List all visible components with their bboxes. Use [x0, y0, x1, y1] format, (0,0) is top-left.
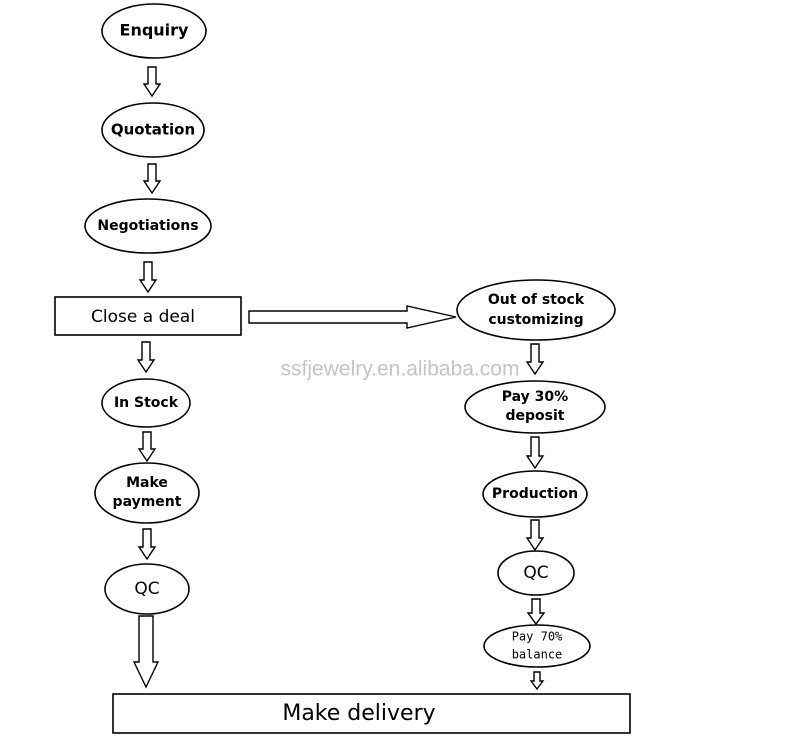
node-qc-left: QC: [104, 563, 190, 615]
node-make-delivery: Make delivery: [112, 693, 631, 734]
node-make-payment-line1: Make: [126, 475, 168, 491]
node-close-deal: Close a deal: [54, 296, 242, 336]
watermark: ssfjewelry.en.alibaba.com: [281, 358, 520, 381]
node-enquiry-label: Enquiry: [120, 21, 190, 40]
node-enquiry: Enquiry: [101, 3, 207, 59]
arrow-pay-30-to-production: [525, 436, 545, 470]
node-in-stock-label: In Stock: [114, 395, 179, 411]
node-quotation: Quotation: [101, 102, 205, 158]
node-production: Production: [482, 470, 588, 518]
arrow-production-to-qc-right: [525, 519, 545, 552]
arrow-enquiry-to-quotation: [142, 66, 162, 98]
node-out-of-stock-line2: customizing: [488, 312, 583, 328]
node-pay-70-line1: Pay 70%: [512, 630, 563, 644]
node-make-delivery-label: Make delivery: [282, 701, 435, 726]
node-close-deal-label: Close a deal: [91, 307, 195, 327]
arrow-pay-70-to-make-delivery: [529, 671, 545, 691]
node-quotation-label: Quotation: [111, 121, 195, 139]
arrow-make-payment-to-qc-left: [137, 528, 157, 561]
node-negotiations-label: Negotiations: [97, 218, 198, 234]
arrow-qc-right-to-pay-70: [526, 598, 546, 626]
node-pay-30: Pay 30% deposit: [464, 380, 606, 434]
arrow-quotation-to-negotiations: [142, 163, 162, 195]
arrow-out-of-stock-to-pay-30: [525, 343, 545, 376]
node-out-of-stock: Out of stock customizing: [456, 279, 616, 341]
node-pay-30-line2: deposit: [506, 408, 565, 424]
arrow-qc-left-to-make-delivery: [132, 615, 160, 689]
arrow-in-stock-to-make-payment: [137, 431, 157, 463]
node-negotiations: Negotiations: [84, 198, 212, 254]
node-out-of-stock-line1: Out of stock: [488, 292, 585, 308]
arrow-close-deal-to-in-stock: [136, 341, 156, 374]
node-pay-30-line1: Pay 30%: [502, 389, 568, 405]
arrow-close-deal-to-out-of-stock: [248, 305, 457, 329]
node-production-label: Production: [492, 486, 578, 502]
arrow-negotiations-to-close-deal: [138, 261, 158, 294]
node-qc-right-label: QC: [523, 563, 548, 583]
node-pay-70: Pay 70% balance: [483, 624, 591, 668]
node-pay-70-line2: balance: [512, 648, 563, 662]
node-in-stock: In Stock: [101, 378, 191, 428]
node-make-payment: Make payment: [94, 462, 200, 524]
node-qc-left-label: QC: [134, 579, 159, 599]
node-qc-right: QC: [497, 550, 575, 596]
node-make-payment-line2: payment: [113, 494, 182, 510]
